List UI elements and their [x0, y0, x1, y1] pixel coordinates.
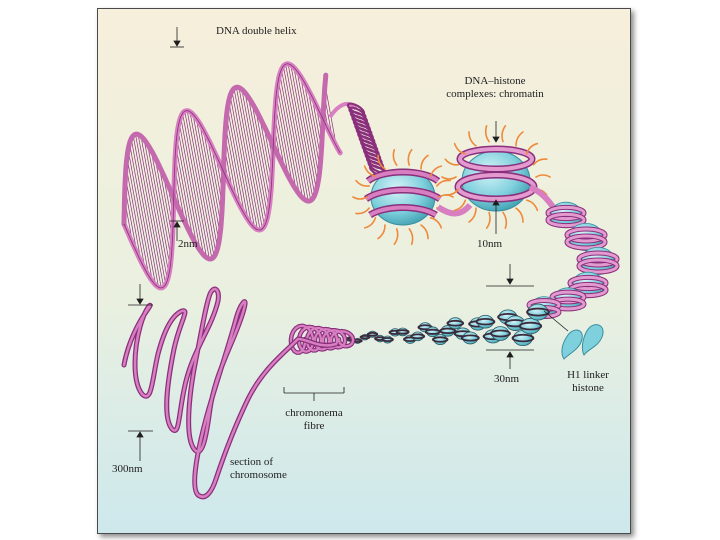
- label-dna-double-helix: DNA double helix: [216, 25, 297, 37]
- diagram-background: [98, 9, 630, 533]
- label-chromatin-line1: DNA–histone: [464, 75, 526, 87]
- linker-dna-1: [436, 202, 473, 217]
- label-section-line2: chromosome: [230, 469, 287, 481]
- label-2nm: 2nm: [178, 238, 198, 250]
- label-chromonema-line2: fibre: [303, 420, 325, 432]
- chromatin-diagram: DNA double helix DNA–histone complexes: …: [97, 8, 631, 534]
- label-h1-line1: H1 linker: [567, 369, 609, 381]
- base-pair-rungs: [124, 63, 337, 288]
- measurement-markers: [128, 27, 534, 461]
- helix-strand-back: [121, 72, 329, 262]
- nucleosome-1: [363, 168, 443, 226]
- label-10nm: 10nm: [477, 238, 503, 250]
- helix-strand-front-outline: [123, 63, 341, 289]
- label-300nm: 300nm: [112, 463, 143, 475]
- label-h1-line2: histone: [572, 382, 604, 394]
- chromosome-loops-highlight: [122, 287, 300, 498]
- histone-tails-2: [441, 124, 551, 230]
- label-chromatin-line2: complexes: chromatin: [446, 88, 544, 100]
- label-section-line1: section of: [230, 456, 274, 468]
- h1-linker-histone-shapes: [543, 310, 604, 360]
- label-30nm: 30nm: [494, 373, 520, 385]
- diagram-artwork: [98, 9, 630, 533]
- label-chromonema-line1: chromonema: [285, 407, 343, 419]
- 30nm-fibre: [345, 303, 550, 347]
- histone-tails-1: [352, 148, 454, 246]
